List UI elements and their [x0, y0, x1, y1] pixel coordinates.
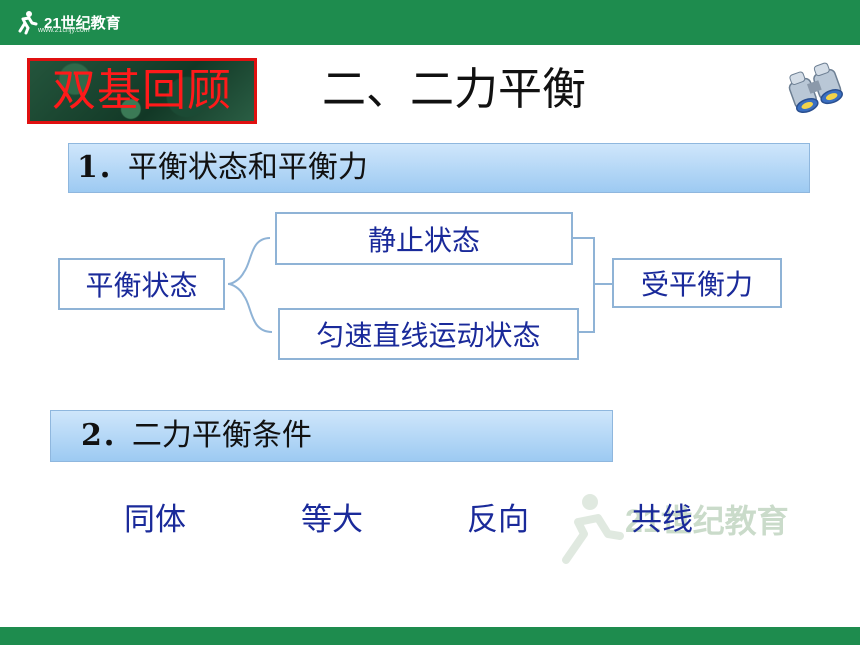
static-state-box: 静止状态	[275, 212, 573, 265]
equilibrium-state-box: 平衡状态	[58, 258, 225, 310]
section2-label: 二力平衡条件	[131, 418, 312, 453]
uniform-motion-box: 匀速直线运动状态	[278, 308, 579, 360]
review-badge: 双基回顾	[27, 58, 257, 124]
header-bar: 21世纪教育 www.21cnjy.com	[0, 0, 860, 45]
logo-text: 21世纪教育	[44, 14, 121, 32]
footer-bar	[0, 627, 860, 645]
section2-number: 2．	[81, 418, 132, 453]
section-conditions: 2． 二力平衡条件	[50, 410, 613, 462]
watermark-text: 21世纪教育	[625, 503, 789, 539]
balanced-force-box: 受平衡力	[612, 258, 782, 308]
watermark-logo-icon	[562, 494, 624, 564]
section1-number: 1．	[77, 150, 128, 185]
left-brace	[227, 237, 273, 333]
badge-label: 双基回顾	[52, 65, 232, 116]
section-equilibrium: 1． 平衡状态和平衡力	[68, 143, 810, 193]
condition-same-body: 同体	[124, 502, 186, 538]
condition-collinear: 共线	[631, 502, 693, 538]
running-person-icon	[18, 11, 38, 35]
site-logo: 21世纪教育	[14, 4, 121, 40]
logo-url: www.21cnjy.com	[38, 27, 90, 34]
slide-title: 二、二力平衡	[322, 64, 586, 115]
condition-equal-size: 等大	[301, 502, 363, 538]
condition-opposite: 反向	[467, 502, 529, 538]
binoculars-icon	[788, 62, 843, 114]
section1-label: 平衡状态和平衡力	[127, 150, 368, 185]
